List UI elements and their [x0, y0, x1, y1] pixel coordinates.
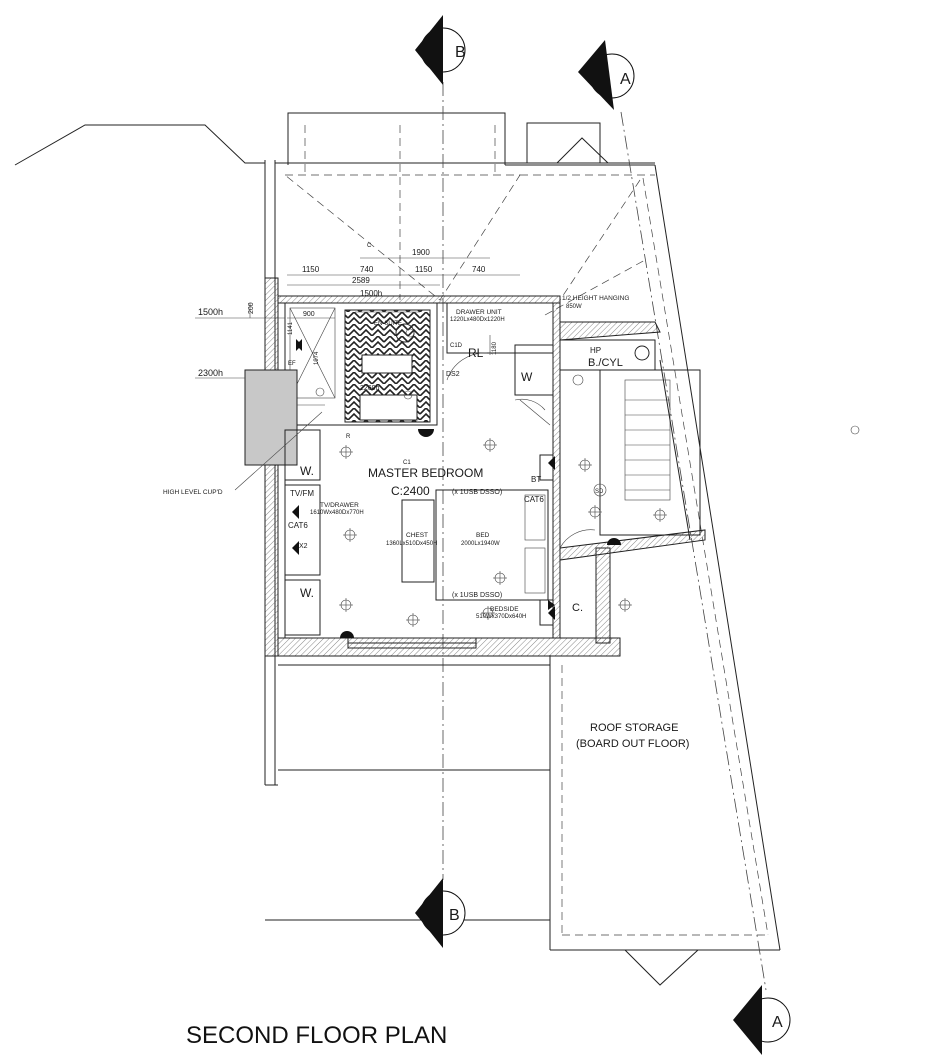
wardrobe-w-label-3: W.: [300, 586, 314, 600]
dim-1974: 1974: [314, 351, 320, 365]
x2-label: X2: [299, 543, 308, 550]
ds2-label: DS2: [446, 371, 460, 378]
section-marker-b-bottom: [415, 878, 466, 948]
ensuite-room: [284, 302, 438, 426]
socket-symbols: [292, 339, 621, 638]
c1d-label: C1D: [450, 343, 463, 349]
section-marker-a-top: [578, 40, 635, 110]
roof-profile-left: [14, 124, 265, 166]
tv-drawer-size: 1610Wx480Dx770H: [310, 510, 364, 516]
usb-label-top: (x 1USB DSSO): [452, 489, 502, 496]
section-label-b-top: B: [455, 44, 466, 61]
drawer-unit-size: 1220Lx480Dx1220H: [450, 317, 505, 323]
bt-label: BT: [531, 475, 541, 484]
dormer-outline: [287, 112, 506, 165]
light-fittings: [315, 328, 860, 627]
extractor-fan-label: EF: [288, 361, 296, 367]
roof-storage-label: ROOF STORAGE: [590, 722, 678, 734]
tv-drawer-label: TV/DRAWER: [320, 502, 359, 509]
level-2300h: 2300h: [198, 368, 223, 378]
cupboard-c-label: C.: [572, 602, 583, 614]
cylinder-cupboard: [559, 339, 656, 371]
cat6-label-left: CAT6: [288, 521, 308, 530]
drawer-unit-label: DRAWER UNIT: [456, 309, 502, 316]
dim-1180: 1180: [492, 341, 498, 355]
half-height-size: 850W: [566, 304, 582, 310]
section-marker-a-bottom: [733, 985, 791, 1055]
dim-1141: 1141: [288, 321, 294, 335]
ensuite-label: EN-SUITE: [374, 321, 402, 327]
section-label-b-bottom: B: [449, 907, 460, 924]
dim-900: 900: [303, 311, 315, 318]
drawer-unit: [446, 302, 554, 354]
bedside-size: 510Wx370Dx640H: [476, 614, 526, 620]
bed-size: 2000Lx1940W: [461, 541, 500, 547]
chest-size: 1360Lx510Dx450H: [386, 541, 437, 547]
rl-label: RL: [468, 346, 484, 360]
roof-slope-right: [654, 164, 781, 951]
roof-storage-sublabel: (BOARD OUT FLOOR): [576, 738, 689, 750]
bed-label: BED: [476, 532, 490, 539]
tvfm-label: TV/FM: [290, 489, 314, 498]
tv-unit: [284, 484, 321, 576]
chest: [401, 499, 435, 583]
dimension-lines: [195, 257, 520, 379]
dim-740-b: 740: [472, 265, 486, 274]
wardrobe-left-bottom: [284, 579, 321, 636]
room-label-master-bedroom: MASTER BEDROOM: [368, 466, 483, 480]
dim-1150-a: 1150: [302, 265, 320, 274]
external-wall-left: [264, 277, 279, 657]
smoke-detector-label: SD: [595, 489, 604, 495]
half-height-label: 1/2 HEIGHT HANGING: [562, 295, 629, 302]
dim-1150-b: 1150: [415, 265, 433, 274]
bedside-top: [539, 454, 554, 481]
wall-right: [552, 302, 561, 639]
stair-treads: [624, 379, 671, 501]
shower-area: [289, 307, 336, 399]
r-label: R: [346, 434, 351, 440]
section-line-a: [620, 111, 767, 991]
bed: [435, 489, 549, 601]
dim-2589: 2589: [352, 276, 370, 285]
shower-dim: 2260h: [360, 385, 380, 392]
section-marker-b-top: [415, 15, 466, 85]
high-level-cupboard-label: HIGH LEVEL CUP'D: [163, 489, 223, 496]
c-label: C: [367, 243, 372, 249]
level-1500h: 1500h: [198, 307, 223, 317]
dim-1500h-a: 1500h: [360, 289, 382, 298]
section-label-a-bottom: A: [772, 1014, 783, 1031]
c1-label: C1: [403, 460, 411, 466]
usb-label-bottom: (x 1USB DSSO): [452, 592, 502, 599]
wall-bottom: [277, 637, 621, 657]
roof-ridge-dashed: [284, 174, 521, 301]
section-label-a-top: A: [620, 71, 631, 88]
bedside-label: BEDSIDE: [490, 606, 519, 613]
wardrobe-w-label-2: W.: [300, 464, 314, 478]
high-level-cupboard: [244, 369, 298, 466]
wardrobe-left-top: [284, 429, 321, 481]
wardrobe-w-label: W: [521, 370, 533, 384]
drawing-title: SECOND FLOOR PLAN: [186, 1022, 447, 1049]
wall-top: [277, 295, 561, 304]
dim-200: 200: [248, 302, 255, 314]
hp-label: HP: [590, 346, 601, 355]
ceiling-height: C:2400: [391, 484, 430, 498]
chest-label: CHEST: [406, 532, 428, 539]
dim-740-a: 740: [360, 265, 374, 274]
bcyl-label: B./CYL: [588, 357, 623, 369]
cat6-label-right: CAT6: [524, 495, 544, 504]
dim-1900: 1900: [412, 248, 430, 257]
